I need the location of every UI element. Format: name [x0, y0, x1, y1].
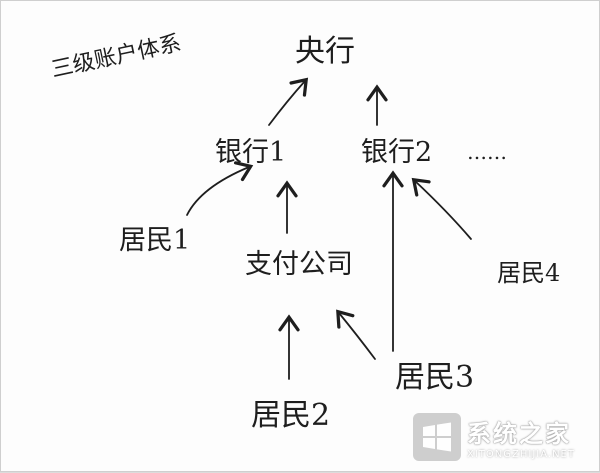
- node-resident-2: 居民2: [251, 398, 330, 433]
- arrow-resident4-to-bank2: [411, 177, 472, 240]
- diagram-title: 三级账户体系: [49, 31, 183, 83]
- arrow-resident1-to-bank1: [186, 161, 254, 216]
- node-bank-1: 银行1: [215, 137, 286, 168]
- arrow-resident3-to-payment: [336, 309, 376, 360]
- node-payment-company: 支付公司: [245, 249, 353, 280]
- windows-logo-icon: [413, 413, 461, 461]
- watermark-url: XITONGZHIJIA.NET: [467, 449, 575, 460]
- node-resident-3: 居民3: [395, 360, 474, 395]
- node-resident-4: 居民4: [497, 259, 560, 287]
- node-resident-1: 居民1: [119, 225, 190, 256]
- node-bank-2: 银行2: [361, 137, 432, 168]
- watermark-title: 系统之家: [467, 420, 571, 448]
- watermark: 系统之家 XITONGZHIJIA.NET: [413, 409, 593, 465]
- node-ellipsis: ……: [467, 140, 507, 164]
- node-central-bank: 央行: [295, 34, 355, 69]
- arrow-bank1-to-central: [268, 77, 309, 126]
